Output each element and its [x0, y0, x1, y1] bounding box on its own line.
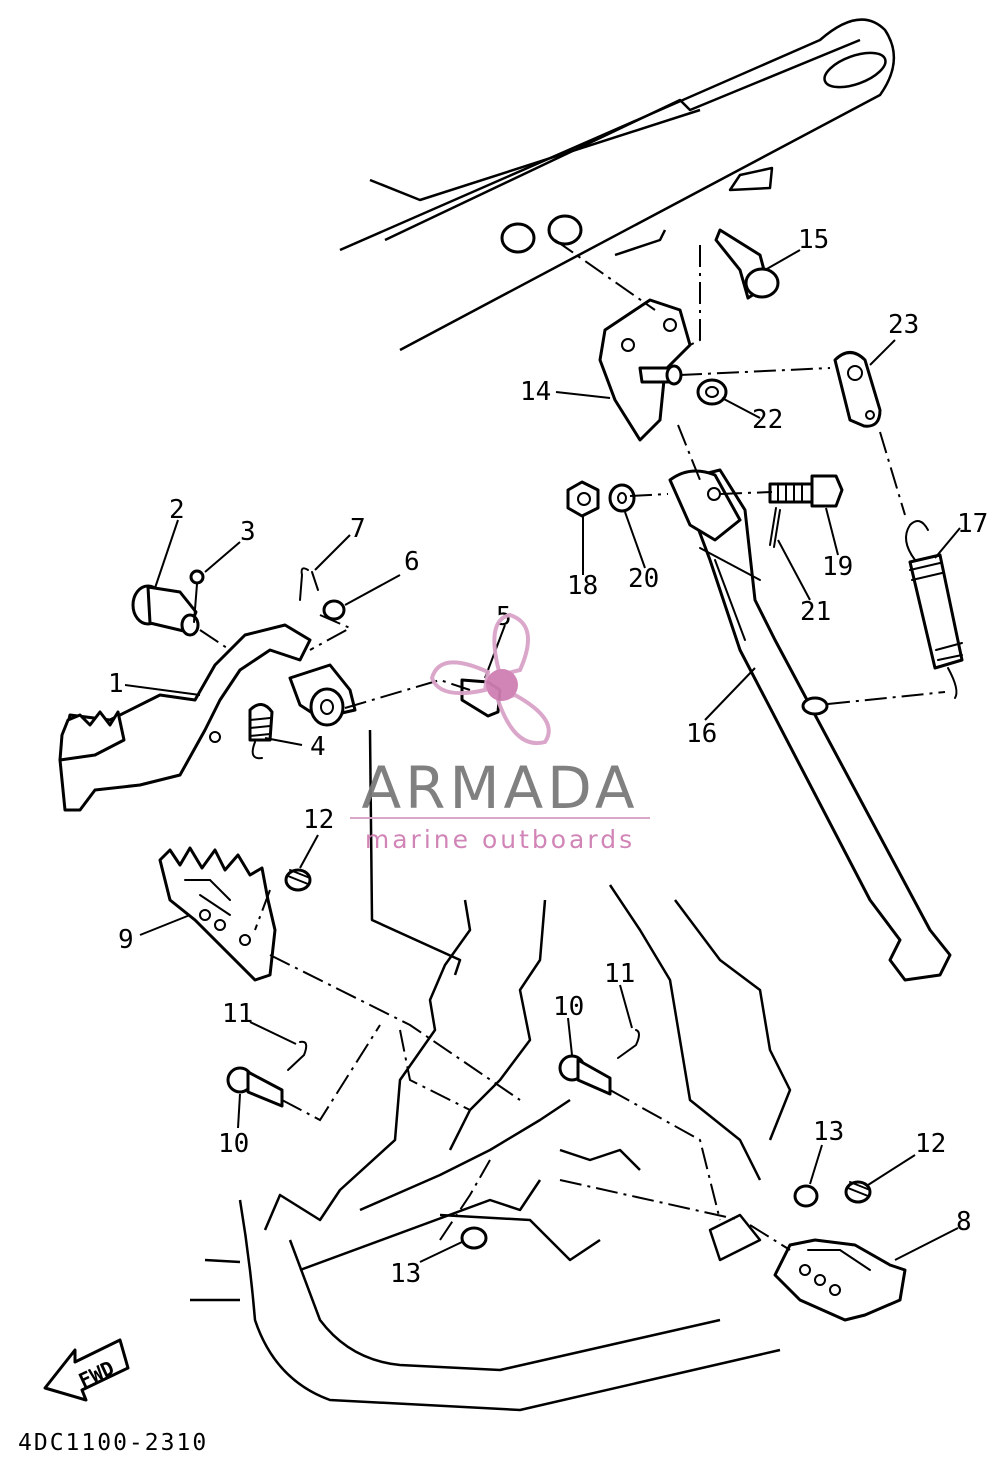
- callout-1: 1: [108, 669, 124, 699]
- callout-18: 18: [567, 571, 598, 601]
- side-stand-16: [668, 468, 952, 982]
- callout-6: 6: [404, 547, 420, 577]
- callout-4: 4: [310, 732, 326, 762]
- pivot-shaft-2: [131, 584, 200, 637]
- cotter-pin-7: [299, 567, 319, 601]
- cotter-pin-11-left: [287, 1040, 308, 1071]
- callout-3: 3: [240, 517, 256, 547]
- callout-16: 16: [686, 719, 717, 749]
- collar-22: [696, 378, 728, 406]
- footrest-9: [158, 846, 277, 982]
- callout-8: 8: [956, 1207, 972, 1237]
- spring-12-left: [284, 868, 312, 892]
- pin-10-right: [558, 1054, 612, 1096]
- callout-11-left: 11: [222, 999, 253, 1029]
- callout-13-left: 13: [390, 1259, 421, 1289]
- callout-15: 15: [798, 225, 829, 255]
- callout-23: 23: [888, 310, 919, 340]
- swing-arm: [339, 18, 896, 352]
- watermark: ARMADA marine outboards: [350, 612, 650, 854]
- callout-12-right: 12: [915, 1129, 946, 1159]
- cotter-pin-21: [769, 507, 781, 548]
- fwd-arrow-icon: FWD: [43, 1338, 130, 1402]
- callout-10-right: 10: [553, 992, 584, 1022]
- spring-12-right: [844, 1180, 872, 1204]
- brake-pedal-1: [58, 623, 357, 812]
- spring-4: [248, 703, 274, 760]
- pin-3: [189, 569, 205, 623]
- callout-11-right: 11: [604, 959, 635, 989]
- pin-10-left: [226, 1066, 284, 1108]
- assembly-lines: [199, 239, 946, 1251]
- washer-6: [322, 599, 346, 621]
- callout-9: 9: [118, 925, 134, 955]
- footrest-8: [773, 1238, 907, 1322]
- bolt-15: [714, 228, 780, 300]
- nut-18: [566, 480, 600, 518]
- callout-17: 17: [957, 509, 988, 539]
- callout-14: 14: [520, 377, 551, 407]
- callout-13-right: 13: [813, 1117, 844, 1147]
- plate-23: [833, 351, 882, 428]
- washer-20: [608, 483, 636, 513]
- watermark-tagline: marine outboards: [365, 825, 635, 854]
- bracket-pin: [638, 364, 683, 386]
- callout-22: 22: [752, 405, 783, 435]
- callout-2: 2: [169, 495, 185, 525]
- diagram-code: 4DC1100-2310: [18, 1430, 208, 1456]
- callout-20: 20: [628, 564, 659, 594]
- callout-leaders: [124, 249, 961, 1263]
- callout-19: 19: [822, 552, 853, 582]
- callout-7: 7: [350, 514, 366, 544]
- callout-10-left: 10: [218, 1129, 249, 1159]
- cotter-pin-11-right: [617, 1029, 640, 1059]
- callout-21: 21: [800, 597, 831, 627]
- watermark-brand: ARMADA: [361, 754, 638, 822]
- propeller-logo-icon: [429, 612, 551, 746]
- bolt-19: [768, 474, 844, 508]
- washer-13-right: [793, 1184, 819, 1208]
- spring-17: [905, 520, 964, 699]
- callout-12-left: 12: [303, 805, 334, 835]
- frame: [190, 729, 792, 1412]
- callouts: 1 2 3 4 5 6 7 8 9 10 10 11 11 12 12 13 1…: [108, 225, 988, 1289]
